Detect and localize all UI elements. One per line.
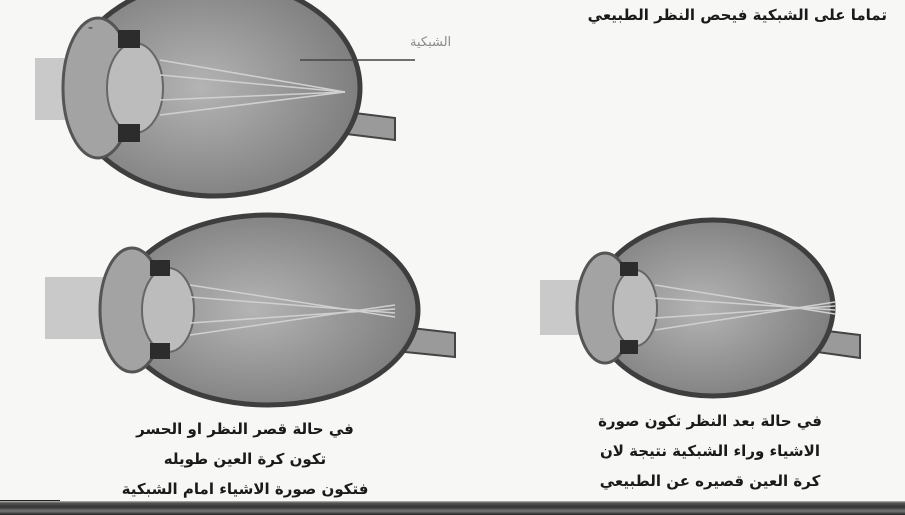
iris-top bbox=[118, 30, 140, 48]
lens bbox=[142, 268, 194, 352]
iris-top bbox=[150, 260, 170, 276]
myopia-caption-line-3: فتكون صورة الاشياء امام الشبكية bbox=[60, 474, 430, 504]
iris-top bbox=[620, 262, 638, 276]
hyperopia-caption-line-2: الاشياء وراء الشبكية نتيجة لان bbox=[540, 436, 880, 466]
hyperopia-caption-line-3: كرة العين قصيره عن الطبيعي bbox=[540, 466, 880, 496]
bottom-border bbox=[0, 501, 905, 515]
iris-bottom bbox=[118, 124, 140, 142]
myopia-caption: في حالة قصر النظر او الحسر تكون كرة العي… bbox=[60, 414, 430, 504]
small-mark: - bbox=[88, 20, 93, 36]
myopia-caption-line-1: في حالة قصر النظر او الحسر bbox=[60, 414, 430, 444]
normal-eye-diagram: - bbox=[0, 0, 440, 200]
iris-bottom bbox=[150, 343, 170, 359]
lens bbox=[613, 270, 657, 346]
lens bbox=[107, 43, 163, 133]
hyperopia-eye-diagram bbox=[535, 210, 880, 405]
myopia-caption-line-2: تكون كرة العين طويله bbox=[60, 444, 430, 474]
retina-label: الشبكية bbox=[410, 35, 451, 50]
hyperopia-caption: في حالة بعد النظر تكون صورة الاشياء وراء… bbox=[540, 406, 880, 496]
myopia-eye-diagram bbox=[40, 205, 470, 410]
hyperopia-caption-line-1: في حالة بعد النظر تكون صورة bbox=[540, 406, 880, 436]
iris-bottom bbox=[620, 340, 638, 354]
normal-vision-caption: تماما على الشبكية فيحص النظر الطبيعي bbox=[588, 6, 887, 24]
